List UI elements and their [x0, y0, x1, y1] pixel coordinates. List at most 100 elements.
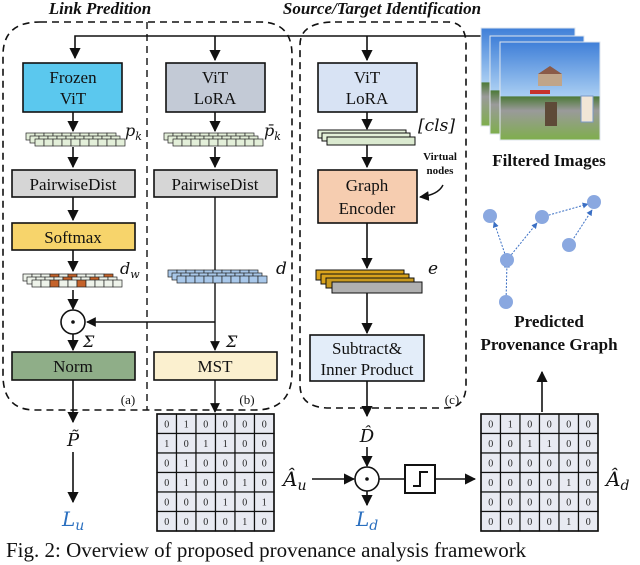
- matrix-cell-value: 0: [164, 497, 169, 508]
- token-cell: [235, 138, 246, 147]
- frozen-vit-line1: Frozen: [49, 68, 97, 87]
- token-cell: [49, 279, 60, 288]
- token-cell: [43, 138, 54, 147]
- graph-edge: [569, 209, 593, 245]
- matrix-cell-value: 0: [527, 478, 532, 489]
- hadamard-dot-c: [365, 477, 369, 481]
- matrix-cell-value: 0: [566, 497, 571, 508]
- weight-stack-dw: [22, 273, 123, 288]
- feature-stack-pk: [25, 132, 126, 147]
- matrix-cell-value: 0: [242, 497, 247, 508]
- matrix-cell-value: 0: [223, 478, 228, 489]
- matrix-cell-value: 0: [527, 497, 532, 508]
- matrix-cell-value: 0: [203, 458, 208, 469]
- matrix-cell-value: 1: [164, 439, 169, 450]
- matrix-cell-value: 0: [586, 497, 591, 508]
- token-cell: [239, 275, 250, 284]
- matrix-cell-value: 0: [527, 517, 532, 528]
- token-cell: [226, 138, 237, 147]
- matrix-cell-value: 0: [488, 478, 493, 489]
- matrix-cell-value: 0: [508, 517, 513, 528]
- token-cell: [115, 138, 126, 147]
- pairwise-dist-b-box: [153, 169, 278, 198]
- token-cell: [52, 138, 63, 147]
- matrix-cell-value: 0: [508, 439, 513, 450]
- token-cell: [34, 138, 45, 147]
- matrix-cell-value: 0: [203, 497, 208, 508]
- token-cell: [248, 275, 259, 284]
- token-cell: [61, 138, 72, 147]
- matrix-cell-value: 0: [547, 458, 552, 469]
- pairwise-dist-a-label: PairwiseDist: [30, 175, 117, 194]
- matrix-cell-value: 1: [223, 497, 228, 508]
- matrix-cell-value: 0: [566, 458, 571, 469]
- token-cell: [244, 138, 255, 147]
- matrix-cell-value: 0: [262, 458, 267, 469]
- mst-box: [153, 351, 278, 381]
- token-cell: [94, 279, 105, 288]
- token-cell: [67, 279, 78, 288]
- matrix-cell-value: 0: [223, 517, 228, 528]
- matrix-cell-value: 0: [184, 517, 189, 528]
- token-cell: [106, 138, 117, 147]
- token-cell: [199, 138, 210, 147]
- loss-u-label: Lu: [61, 507, 84, 534]
- matrix-cell-value: 0: [488, 439, 493, 450]
- matrix-cell-value: 0: [586, 517, 591, 528]
- matrix-cell-value: 0: [262, 478, 267, 489]
- graph-encoder-box: [317, 169, 418, 224]
- subtract-line2: Inner Product: [320, 360, 413, 379]
- matrix-cell-value: 1: [508, 419, 513, 430]
- matrix-cell-value: 0: [242, 419, 247, 430]
- matrix-cell-value: 0: [508, 478, 513, 489]
- matrix-cell-value: 0: [242, 458, 247, 469]
- hadamard-dot-a: [71, 320, 75, 324]
- loss-d-label: Ld: [355, 507, 378, 534]
- filtered-images-label: Filtered Images: [492, 151, 606, 170]
- step-function-icon: [413, 471, 428, 487]
- matrix-cell-value: 0: [262, 517, 267, 528]
- matrix-cell-value: 1: [547, 439, 552, 450]
- token-cell: [181, 138, 192, 147]
- matrix-cell-value: 0: [203, 517, 208, 528]
- vit-lora-c-line1: ViT: [354, 68, 381, 87]
- graph-edge: [492, 221, 508, 261]
- token-cell: [79, 138, 90, 147]
- matrix-cell-value: 0: [527, 458, 532, 469]
- graph-node: [535, 210, 549, 224]
- p-tilde-label: P̃: [66, 429, 80, 451]
- graph-node: [500, 253, 514, 267]
- matrix-cell-value: 1: [566, 517, 571, 528]
- matrix-cell-value: 0: [566, 439, 571, 450]
- matrix-cell-value: 1: [203, 439, 208, 450]
- matrix-cell-value: 0: [203, 419, 208, 430]
- pk-bar-label: p̄k: [264, 121, 281, 143]
- framework-diagram: Link Predition Source/Target Identificat…: [2, 0, 629, 534]
- matrix-cell-value: 1: [223, 439, 228, 450]
- token-cell: [172, 138, 183, 147]
- source-target-region: [299, 21, 467, 409]
- tag-c: (c): [445, 392, 459, 407]
- matrix-cell-value: 0: [586, 478, 591, 489]
- frozen-vit-box: [22, 62, 123, 113]
- token-cell: [103, 279, 114, 288]
- matrix-cell-value: 0: [164, 419, 169, 430]
- matrix-cell-value: 0: [488, 419, 493, 430]
- matrix-cell-value: 0: [164, 517, 169, 528]
- matrix-cell-value: 0: [586, 439, 591, 450]
- matrix-cell-value: 1: [242, 478, 247, 489]
- matrix-cell-value: 0: [547, 419, 552, 430]
- matrix-border: [156, 413, 275, 532]
- token-cell: [190, 138, 201, 147]
- cls-label: [cls]: [418, 116, 455, 136]
- matrix-cell-value: 0: [184, 497, 189, 508]
- matrix-cell-value: 0: [262, 439, 267, 450]
- provenance-graph: [483, 195, 601, 309]
- token-cell: [31, 279, 42, 288]
- matrix-cell-value: 1: [262, 497, 267, 508]
- matrix-cell-value: 0: [586, 458, 591, 469]
- matrix-cell-value: 0: [203, 478, 208, 489]
- token-cell: [230, 275, 241, 284]
